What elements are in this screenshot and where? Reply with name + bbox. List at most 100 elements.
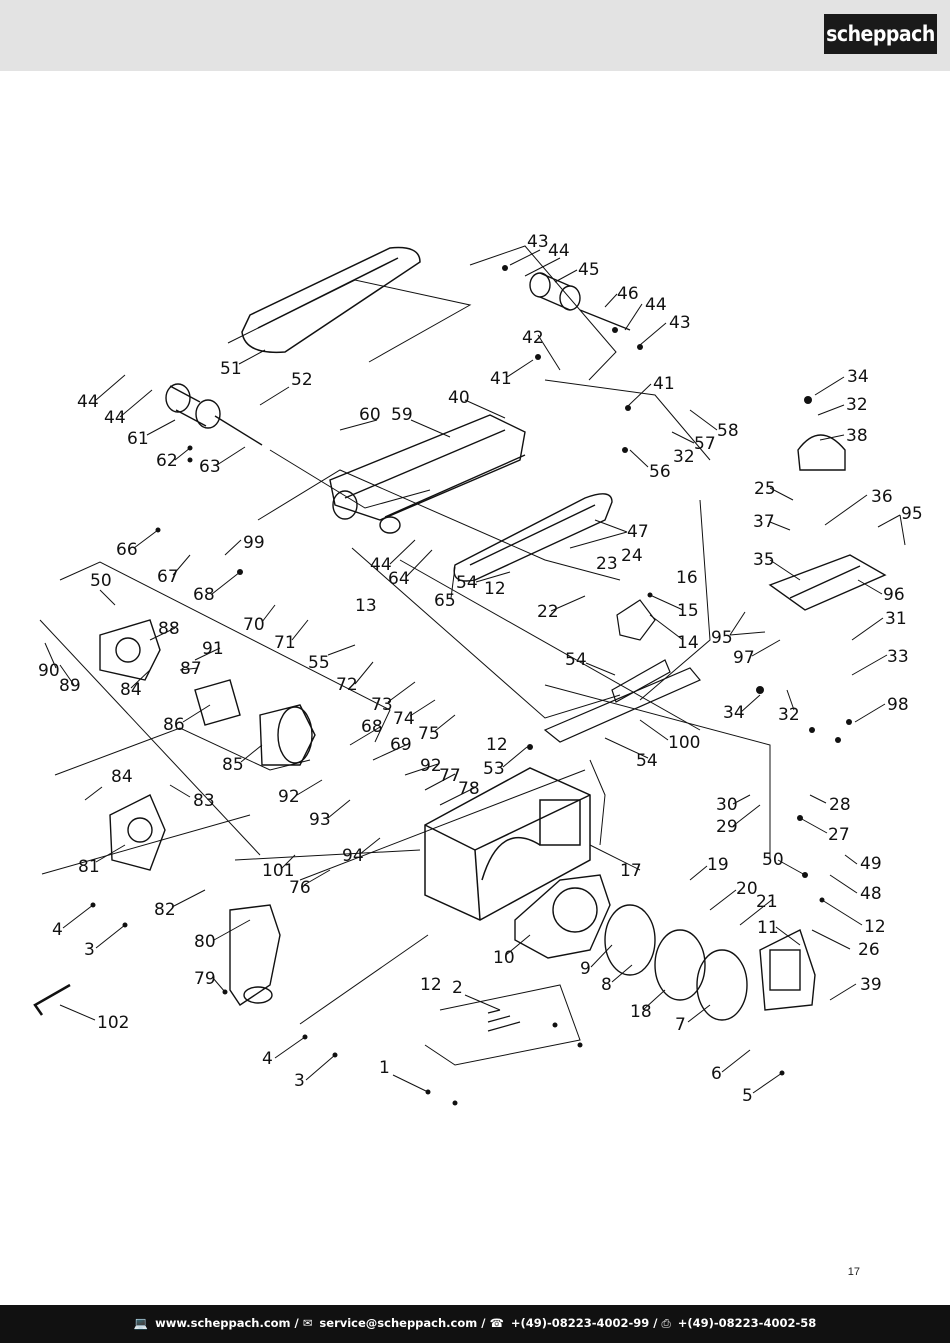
callout-91: 91 <box>202 639 224 659</box>
callout-54: 54 <box>636 751 658 771</box>
callout-64: 64 <box>388 569 410 589</box>
callout-56: 56 <box>649 462 671 482</box>
callout-44: 44 <box>370 555 392 575</box>
callout-88: 88 <box>158 619 180 639</box>
callout-85: 85 <box>222 755 244 775</box>
callout-6: 6 <box>711 1064 722 1084</box>
callout-53: 53 <box>483 759 505 779</box>
callout-28: 28 <box>829 795 851 815</box>
callout-92: 92 <box>278 787 300 807</box>
callout-8: 8 <box>601 975 612 995</box>
callout-32: 32 <box>846 395 868 415</box>
callout-19: 19 <box>707 855 729 875</box>
callout-12: 12 <box>864 917 886 937</box>
callout-20: 20 <box>736 879 758 899</box>
callout-35: 35 <box>753 550 775 570</box>
callout-4: 4 <box>262 1049 273 1069</box>
disc-housing-10 <box>514 874 611 959</box>
callout-37: 37 <box>753 512 775 532</box>
callout-74: 74 <box>393 709 415 729</box>
callout-7: 7 <box>675 1015 686 1035</box>
callout-1: 1 <box>379 1058 390 1078</box>
callout-94: 94 <box>342 846 364 866</box>
telephone-icon: ☎ <box>489 1316 504 1330</box>
callout-17: 17 <box>620 861 642 881</box>
footer-bar: 💻 www.scheppach.com / ✉ service@scheppac… <box>0 1305 950 1343</box>
callout-68: 68 <box>361 717 383 737</box>
callout-93: 93 <box>309 810 331 830</box>
callout-99: 99 <box>243 533 265 553</box>
callout-40: 40 <box>448 388 470 408</box>
hardware-fasteners <box>90 265 852 1106</box>
callout-84: 84 <box>111 767 133 787</box>
callout-90: 90 <box>38 661 60 681</box>
callout-84: 84 <box>120 680 142 700</box>
callout-16: 16 <box>676 568 698 588</box>
callout-3: 3 <box>84 940 95 960</box>
callout-52: 52 <box>291 370 313 390</box>
callout-58: 58 <box>717 421 739 441</box>
callout-42: 42 <box>522 328 544 348</box>
base-housing-17 <box>424 767 591 921</box>
callout-59: 59 <box>391 405 413 425</box>
footer-phone: +(49)-08223-4002-99 / <box>510 1316 658 1330</box>
callout-44: 44 <box>104 408 126 428</box>
computer-icon: 💻 <box>133 1316 149 1330</box>
callout-2: 2 <box>452 978 463 998</box>
callout-100: 100 <box>668 733 700 753</box>
work-table-35 <box>768 554 887 611</box>
footer-contacts: 💻 www.scheppach.com / ✉ service@scheppac… <box>0 1316 950 1331</box>
callout-46: 46 <box>617 284 639 304</box>
callout-101: 101 <box>262 861 294 881</box>
sanding-arm-59 <box>329 414 526 534</box>
callout-81: 81 <box>78 857 100 877</box>
leader-lines <box>44 249 906 1094</box>
callout-22: 22 <box>537 602 559 622</box>
callout-21: 21 <box>756 892 778 912</box>
callout-75: 75 <box>418 724 440 744</box>
scheppach-logo: scheppach <box>824 14 937 54</box>
callout-89: 89 <box>59 676 81 696</box>
header-band <box>0 0 950 71</box>
callout-68: 68 <box>193 585 215 605</box>
callout-39: 39 <box>860 975 882 995</box>
end-plate-81 <box>109 794 166 871</box>
callout-25: 25 <box>754 479 776 499</box>
callout-54: 54 <box>565 650 587 670</box>
callout-36: 36 <box>871 487 893 507</box>
callout-62: 62 <box>156 451 178 471</box>
footer-email[interactable]: service@scheppach.com / <box>319 1316 486 1330</box>
callout-69: 69 <box>390 735 412 755</box>
callout-66: 66 <box>116 540 138 560</box>
callout-30: 30 <box>716 795 738 815</box>
callout-76: 76 <box>289 878 311 898</box>
page-number: 17 <box>847 1266 860 1278</box>
callout-48: 48 <box>860 884 882 904</box>
sanding-belt-51 <box>241 246 421 354</box>
callout-labels: 1 2 3 3 4 4 5 6 7 8 9 10 11 12 12 12 12 … <box>38 232 923 1106</box>
footer-website[interactable]: www.scheppach.com / <box>155 1316 299 1330</box>
callout-95: 95 <box>901 504 923 524</box>
callout-43: 43 <box>669 313 691 333</box>
callout-11: 11 <box>757 918 779 938</box>
callout-29: 29 <box>716 817 738 837</box>
callout-45: 45 <box>578 260 600 280</box>
callout-70: 70 <box>243 615 265 635</box>
sanding-discs <box>604 904 748 1021</box>
callout-78: 78 <box>458 779 480 799</box>
callout-44: 44 <box>548 241 570 261</box>
callout-23: 23 <box>596 554 618 574</box>
platen-assembly-47 <box>453 493 613 582</box>
callout-47: 47 <box>627 522 649 542</box>
callout-71: 71 <box>274 633 296 653</box>
callout-14: 14 <box>677 633 699 653</box>
callout-83: 83 <box>193 791 215 811</box>
callout-50: 50 <box>762 850 784 870</box>
callout-12: 12 <box>420 975 442 995</box>
callout-32: 32 <box>673 447 695 467</box>
callout-73: 73 <box>371 695 393 715</box>
bearing-plate-88 <box>99 619 161 681</box>
callout-61: 61 <box>127 429 149 449</box>
callout-3: 3 <box>294 1071 305 1091</box>
